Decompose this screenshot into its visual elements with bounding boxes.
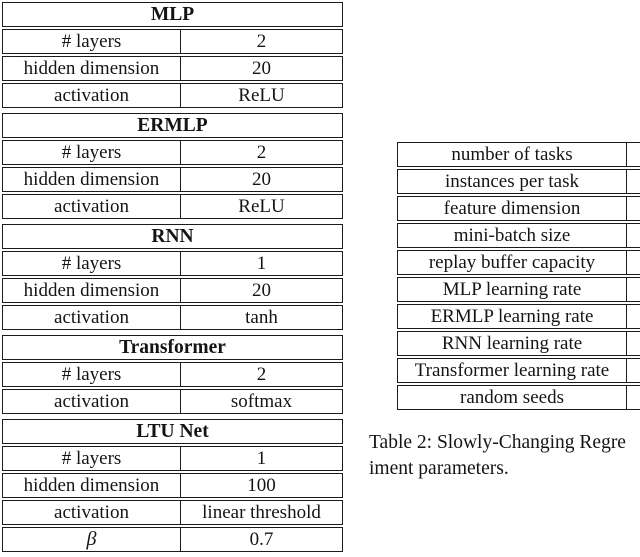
table-row: random seeds xyxy=(397,385,640,410)
caption-line-1: Table 2: Slowly-Changing Regre xyxy=(369,432,626,453)
table-title: ERMLP xyxy=(137,115,208,136)
param-value-clipped xyxy=(627,170,640,193)
param-value: softmax xyxy=(230,391,293,412)
table-title: LTU Net xyxy=(136,421,209,442)
param-value-clipped xyxy=(627,305,640,328)
table-title: RNN xyxy=(151,226,194,247)
table-ltu-net-header: LTU Net xyxy=(2,419,343,444)
param-value: 20 xyxy=(252,169,271,190)
param-value: 100 xyxy=(247,475,276,496)
param-label: number of tasks xyxy=(398,143,627,166)
table-row: RNN learning rate xyxy=(397,331,640,356)
param-label: hidden dimension xyxy=(3,279,181,302)
param-value: 1 xyxy=(256,253,267,274)
param-value: 1 xyxy=(256,448,267,469)
table-rnn-header: RNN xyxy=(2,224,343,249)
param-value-clipped xyxy=(627,251,640,274)
param-value-clipped xyxy=(627,224,640,247)
table-rnn: RNN # layers 1 hidden dimension 20 activat… xyxy=(2,224,343,330)
param-value: ReLU xyxy=(238,85,285,106)
table-row: replay buffer capacity xyxy=(397,250,640,275)
model-tables-column: MLP # layers 2 hidden dimension 20 activat… xyxy=(2,2,343,557)
param-value: 20 xyxy=(252,58,271,79)
param-label: activation xyxy=(3,306,181,329)
param-value-clipped xyxy=(627,143,640,166)
param-label: # layers xyxy=(3,30,181,53)
param-label: instances per task xyxy=(398,170,627,193)
param-label: mini-batch size xyxy=(398,224,627,247)
param-label: # layers xyxy=(3,141,181,164)
param-label: activation xyxy=(3,195,181,218)
table-row: MLP learning rate xyxy=(397,277,640,302)
table-row: # layers 2 xyxy=(2,29,343,54)
param-label: # layers xyxy=(3,447,181,470)
param-label-beta: β xyxy=(3,528,181,551)
table-row: activation tanh xyxy=(2,305,343,330)
table-row: mini-batch size xyxy=(397,223,640,248)
table-transformer: Transformer # layers 2 activation softmax xyxy=(2,335,343,414)
param-label: activation xyxy=(3,501,181,524)
param-value: 0.7 xyxy=(249,529,274,550)
param-value-clipped xyxy=(627,359,640,382)
param-label: hidden dimension xyxy=(3,57,181,80)
table-ermlp-header: ERMLP xyxy=(2,113,343,138)
table-title: Transformer xyxy=(119,337,226,358)
table-row: # layers 1 xyxy=(2,446,343,471)
param-label: feature dimension xyxy=(398,197,627,220)
param-value-clipped xyxy=(627,332,640,355)
table-row: hidden dimension 100 xyxy=(2,473,343,498)
param-value: 20 xyxy=(252,280,271,301)
param-value: 2 xyxy=(256,364,267,385)
table-row: β 0.7 xyxy=(2,527,343,552)
param-label: # layers xyxy=(3,252,181,275)
table-row: number of tasks xyxy=(397,142,640,167)
table-row: # layers 1 xyxy=(2,251,343,276)
table-row: ERMLP learning rate xyxy=(397,304,640,329)
table-row: # layers 2 xyxy=(2,362,343,387)
param-label: # layers xyxy=(3,363,181,386)
param-label: activation xyxy=(3,390,181,413)
param-label: hidden dimension xyxy=(3,474,181,497)
table-row: activation ReLU xyxy=(2,83,343,108)
table-title: MLP xyxy=(150,4,195,25)
param-label: hidden dimension xyxy=(3,168,181,191)
param-label: replay buffer capacity xyxy=(398,251,627,274)
table-row: feature dimension xyxy=(397,196,640,221)
table-row: activation linear threshold xyxy=(2,500,343,525)
table-ltu-net: LTU Net # layers 1 hidden dimension 100 ac… xyxy=(2,419,343,552)
param-value: tanh xyxy=(245,307,278,328)
table-mlp-header: MLP xyxy=(2,2,343,27)
param-label: activation xyxy=(3,84,181,107)
param-label: RNN learning rate xyxy=(398,332,627,355)
table-ermlp: ERMLP # layers 2 hidden dimension 20 activ… xyxy=(2,113,343,219)
table-row: hidden dimension 20 xyxy=(2,278,343,303)
param-value-clipped xyxy=(627,197,640,220)
table-row: activation softmax xyxy=(2,389,343,414)
param-value: 2 xyxy=(256,31,267,52)
table-row: hidden dimension 20 xyxy=(2,56,343,81)
table-row: # layers 2 xyxy=(2,140,343,165)
param-value: linear threshold xyxy=(202,502,321,523)
table-row: instances per task xyxy=(397,169,640,194)
param-label: random seeds xyxy=(398,386,627,409)
table-row: activation ReLU xyxy=(2,194,343,219)
param-label: ERMLP learning rate xyxy=(398,305,627,328)
param-value-clipped xyxy=(627,278,640,301)
table-row: hidden dimension 20 xyxy=(2,167,343,192)
table-mlp: MLP # layers 2 hidden dimension 20 activat… xyxy=(2,2,343,108)
param-label: MLP learning rate xyxy=(398,278,627,301)
table-transformer-header: Transformer xyxy=(2,335,343,360)
caption-line-2: iment parameters. xyxy=(369,458,509,479)
param-value: ReLU xyxy=(238,196,285,217)
table-row: Transformer learning rate xyxy=(397,358,640,383)
experiment-parameters-table: number of tasks instances per task featu… xyxy=(397,142,640,412)
param-value: 2 xyxy=(256,142,267,163)
param-value-clipped xyxy=(627,386,640,409)
table-2-caption: Table 2: Slowly-Changing Regre iment par… xyxy=(369,430,640,482)
param-label: Transformer learning rate xyxy=(398,359,627,382)
